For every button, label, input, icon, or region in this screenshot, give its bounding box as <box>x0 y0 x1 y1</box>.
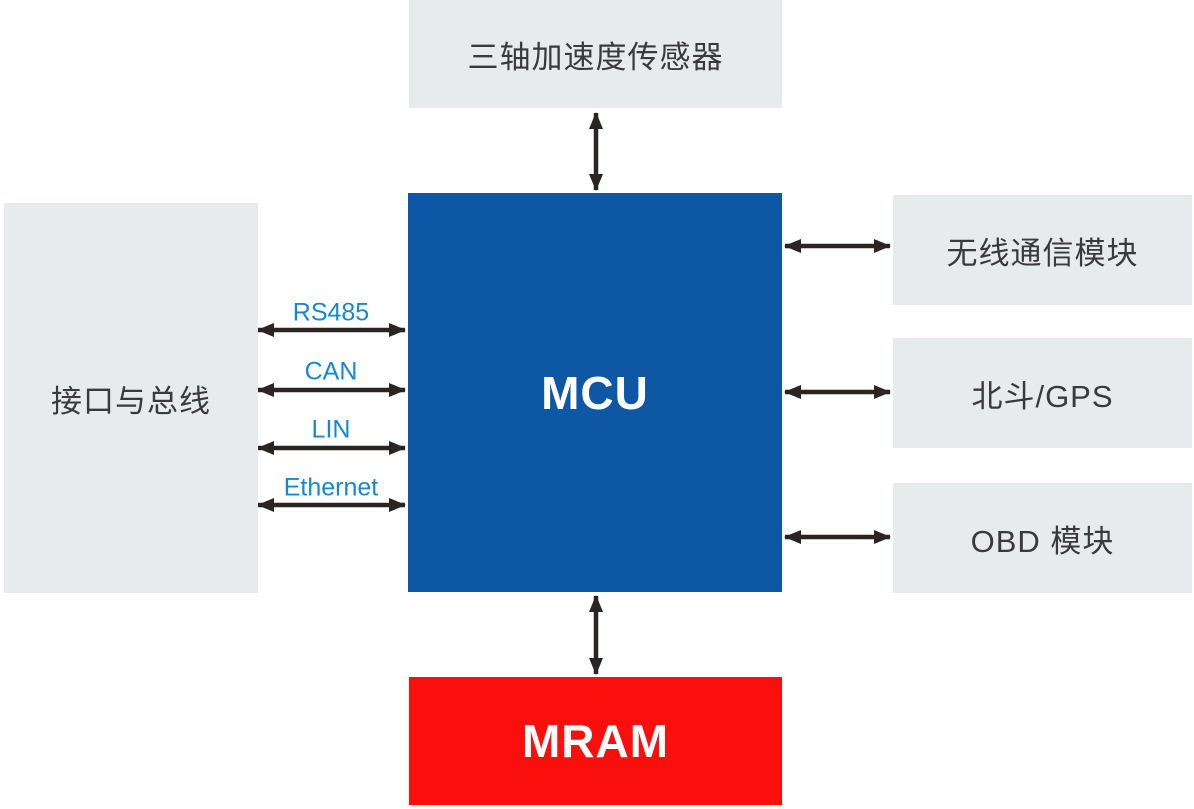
bus-label-can: CAN <box>304 357 358 386</box>
bus-label-lin: LIN <box>311 415 351 444</box>
bus-label-rs485: RS485 <box>292 298 370 327</box>
interface-bus-node: 接口与总线 <box>4 203 258 593</box>
mram-node: MRAM <box>409 677 782 805</box>
wireless-module-node: 无线通信模块 <box>893 195 1192 305</box>
obd-module-node: OBD 模块 <box>893 483 1192 593</box>
mcu-node: MCU <box>408 193 782 592</box>
beidou-gps-node: 北斗/GPS <box>893 338 1192 448</box>
bus-label-ethernet: Ethernet <box>283 473 379 502</box>
accelerometer-node: 三轴加速度传感器 <box>409 0 782 108</box>
